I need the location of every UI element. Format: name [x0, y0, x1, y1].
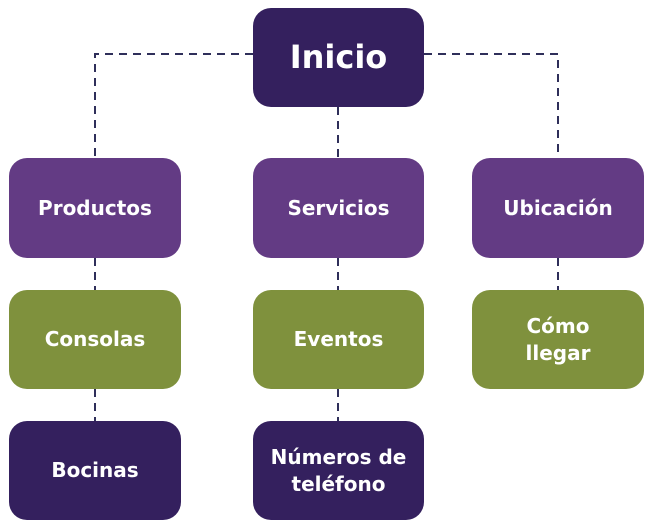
connector-inicio-ubicacion — [424, 53, 559, 158]
node-ubicacion-label: Ubicación — [503, 195, 613, 220]
node-inicio-label: Inicio — [289, 37, 388, 76]
node-ubicacion[interactable]: Ubicación — [472, 158, 644, 258]
node-como-llegar-label: Cómo llegar — [525, 313, 591, 365]
node-consolas[interactable]: Consolas — [9, 290, 181, 389]
connector-inicio-productos — [94, 53, 253, 158]
node-consolas-label: Consolas — [44, 327, 146, 351]
node-bocinas-label: Bocinas — [51, 458, 139, 482]
node-productos-label: Productos — [38, 195, 152, 220]
node-como-llegar[interactable]: Cómo llegar — [472, 290, 644, 389]
node-productos[interactable]: Productos — [9, 158, 181, 258]
node-numeros-de-telefono-label: Números de teléfono — [270, 444, 407, 496]
node-bocinas[interactable]: Bocinas — [9, 421, 181, 520]
node-numeros-de-telefono[interactable]: Números de teléfono — [253, 421, 424, 520]
node-eventos-label: Eventos — [293, 327, 384, 351]
node-servicios-label: Servicios — [287, 195, 390, 220]
node-servicios[interactable]: Servicios — [253, 158, 424, 258]
node-inicio[interactable]: Inicio — [253, 8, 424, 107]
node-eventos[interactable]: Eventos — [253, 290, 424, 389]
